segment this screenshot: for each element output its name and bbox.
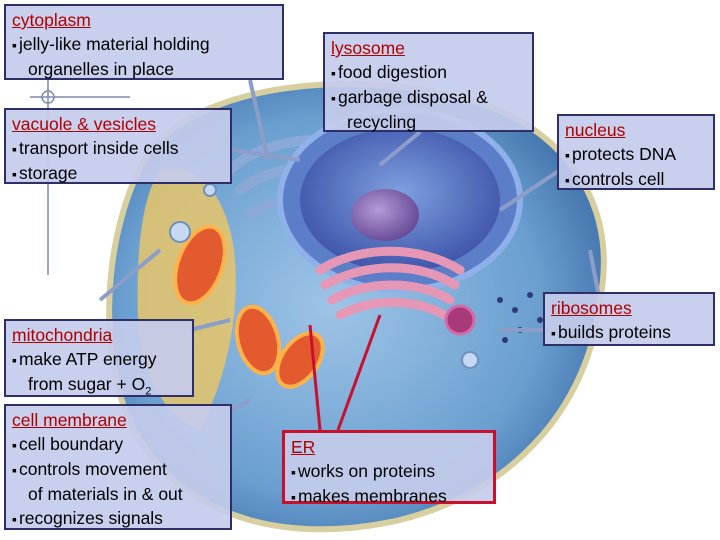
leader-lines [98, 79, 600, 412]
subscript: 2 [145, 385, 152, 398]
mitochondrion [173, 224, 227, 306]
label-title: ER [291, 437, 316, 457]
label-nucleus: nucleus protects DNA controls cell [557, 114, 715, 190]
vesicle [461, 351, 479, 369]
label-line: make ATP energy [12, 347, 186, 372]
label-line: controls movement [12, 457, 224, 482]
label-title: ribosomes [551, 298, 632, 318]
label-line: works on proteins [291, 459, 487, 484]
label-ribosomes: ribosomes builds proteins [543, 292, 715, 346]
label-title: mitochondria [12, 325, 113, 345]
label-er: ER works on proteins makes membranes [282, 430, 496, 506]
mitochondrion [234, 304, 282, 376]
label-line: makes membranes [291, 484, 487, 509]
label-line-text: from sugar + O [28, 374, 146, 394]
label-mitochondria: mitochondria make ATP energy from sugar … [4, 319, 194, 398]
label-line: of materials in & out [28, 484, 183, 504]
label-line: jelly-like material holding [12, 32, 276, 57]
label-line: food digestion [331, 60, 526, 85]
golgi-body [315, 246, 465, 320]
label-line: from sugar + O2 [12, 372, 186, 404]
label-line: transport inside cells [12, 136, 224, 161]
label-title: cell membrane [12, 410, 127, 430]
label-line: controls cell [565, 167, 707, 192]
label-vacuole-vesicles: vacuole & vesicles transport inside cell… [4, 108, 232, 184]
label-line: storage [12, 161, 224, 186]
label-cytoplasm: cytoplasm jelly-like material holding or… [4, 4, 284, 80]
label-line: organelles in place [28, 59, 174, 79]
label-line: recognizes signals [12, 506, 224, 531]
label-title: vacuole & vesicles [12, 114, 156, 134]
label-line: protects DNA [565, 142, 707, 167]
label-line: builds proteins [551, 320, 707, 345]
label-title: nucleus [565, 120, 626, 140]
label-cell-membrane: cell membrane cell boundary controls mov… [4, 404, 232, 530]
label-lysosome: lysosome food digestion garbage disposal… [323, 32, 534, 132]
label-line: recycling [347, 112, 417, 132]
nucleolus [351, 189, 419, 241]
label-line: cell boundary [12, 432, 224, 457]
vesicle [169, 221, 191, 243]
lysosome-organelle [444, 304, 476, 336]
er-leader-lines [308, 314, 382, 431]
label-title: lysosome [331, 38, 405, 58]
label-line: garbage disposal & [331, 85, 526, 110]
label-title: cytoplasm [12, 10, 91, 30]
